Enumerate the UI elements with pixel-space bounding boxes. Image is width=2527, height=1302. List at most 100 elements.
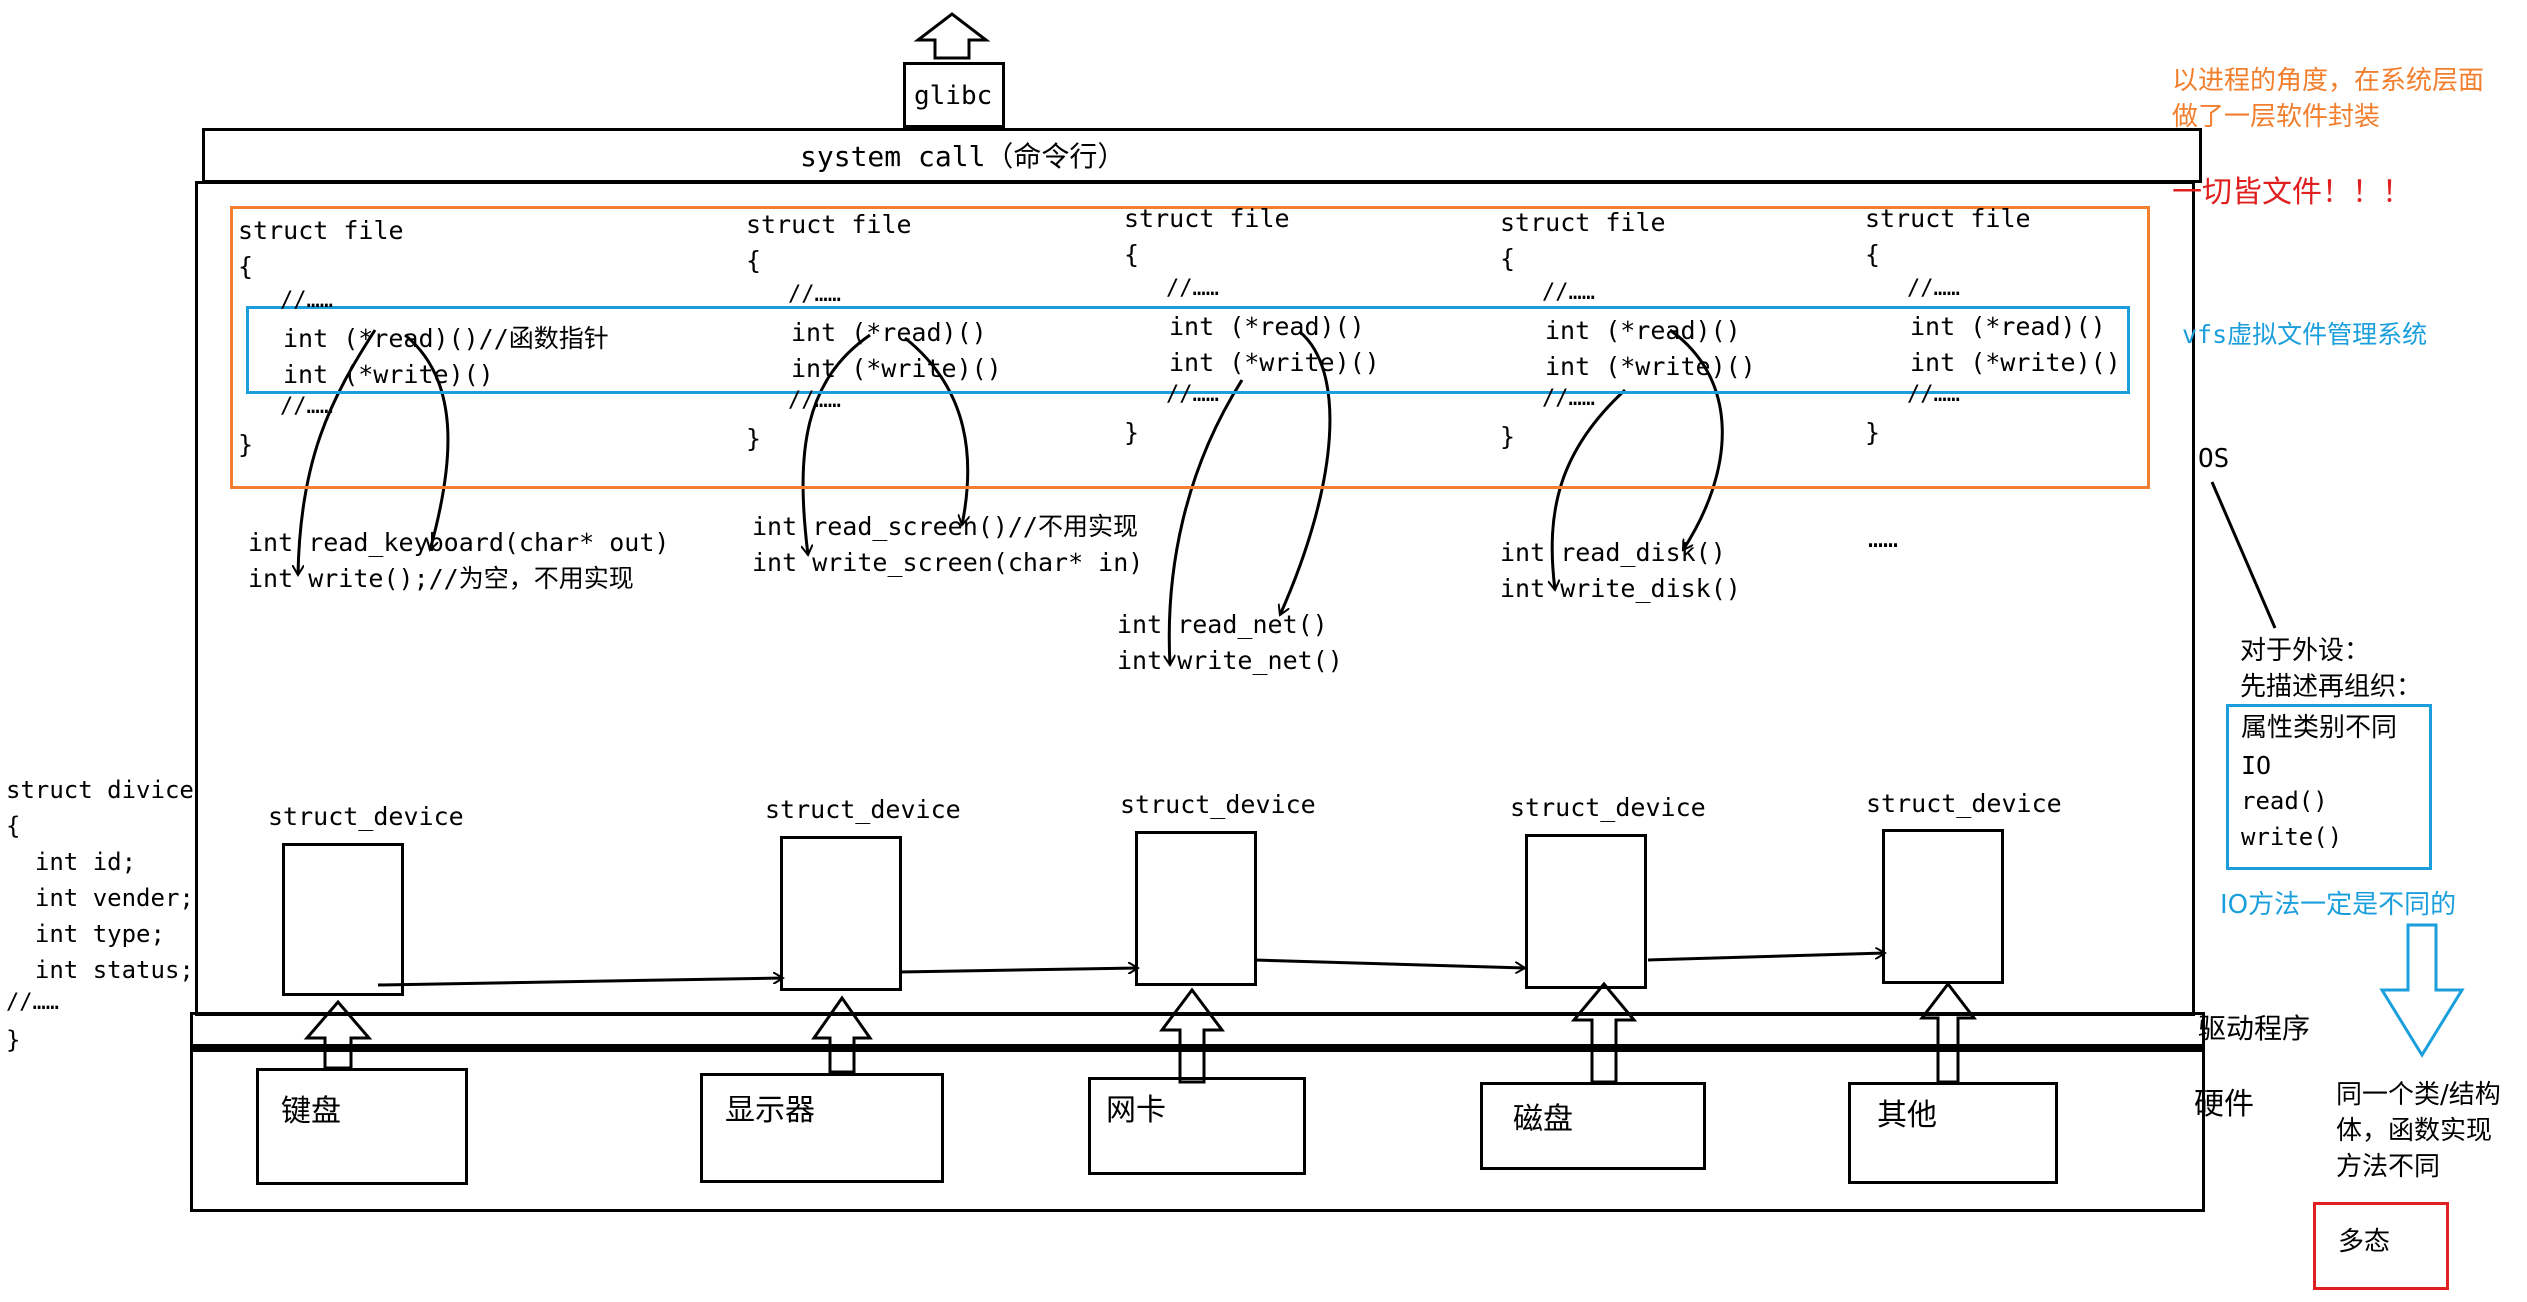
hardware-box-keyboard: 键盘 — [256, 1068, 468, 1185]
code-line: struct divice — [6, 776, 194, 804]
attr-line: IO — [2241, 751, 2272, 780]
hardware-label-side: 硬件 — [2194, 1087, 2254, 1122]
impl-line: int read_net() — [1117, 610, 1328, 639]
device-chain-arrow — [1254, 958, 1525, 968]
ptr-arrow — [904, 336, 968, 525]
hardware-frame — [190, 1047, 2205, 1212]
dots: //…… — [280, 288, 333, 313]
device-chain-arrow — [899, 968, 1138, 972]
hw-up-arrow — [1918, 981, 1978, 1084]
ptr-arrow — [1169, 379, 1244, 665]
everything-is-file-note: 一切皆文件！！！ — [2172, 175, 2412, 210]
peripheral-note: 对于外设： — [2240, 636, 2371, 666]
device-label: struct_device — [1120, 790, 1316, 819]
attributes-box: 属性类别不同 IO read() write() — [2226, 704, 2432, 870]
brace-open: { — [1865, 240, 1881, 269]
read-ptr: int (*read)()//函数指针 — [283, 324, 609, 353]
impl-line: int write_disk() — [1500, 574, 1741, 603]
io-down-arrow — [2379, 923, 2465, 1058]
device-box — [1135, 831, 1257, 986]
dots: //…… — [788, 388, 841, 413]
device-label: struct_device — [268, 802, 464, 831]
glibc-label: glibc — [914, 81, 993, 111]
io-diff-note: IO方法一定是不同的 — [2220, 890, 2457, 920]
process-view-note: 做了一层软件封装 — [2172, 102, 2381, 132]
read-ptr: int (*read)() — [1169, 312, 1365, 341]
hardware-box-other: 其他 — [1848, 1082, 2058, 1184]
vfs-label: vfs虚拟文件管理系统 — [2182, 320, 2428, 349]
struct-file-head: struct file — [1865, 204, 2031, 233]
struct-file-container — [230, 206, 2150, 489]
dots: //…… — [1542, 280, 1595, 305]
impl-line: int write_net() — [1117, 646, 1343, 675]
hardware-label: 显示器 — [725, 1093, 815, 1128]
os-pointer-line — [2210, 481, 2277, 629]
ptr-arrow — [1280, 330, 1332, 615]
hardware-label: 磁盘 — [1513, 1102, 1573, 1137]
same-class-note: 体，函数实现 — [2336, 1116, 2493, 1146]
device-box — [780, 836, 902, 991]
hw-up-arrow — [811, 995, 873, 1074]
peripheral-note: 先描述再组织： — [2240, 672, 2423, 702]
attr-line: write() — [2241, 823, 2343, 851]
attr-line: read() — [2241, 787, 2328, 815]
os-label: OS — [2198, 444, 2230, 474]
polymorphism-label: 多态 — [2338, 1227, 2391, 1257]
hw-up-arrow — [1570, 981, 1638, 1084]
driver-label: 驱动程序 — [2198, 1012, 2311, 1045]
dots: //…… — [1907, 382, 1960, 407]
brace-open: { — [746, 246, 762, 275]
glibc-box: glibc — [903, 62, 1005, 128]
ptr-arrow — [803, 333, 871, 555]
same-class-note: 方法不同 — [2336, 1152, 2441, 1182]
code-line: int status; — [6, 956, 194, 984]
ptr-arrow — [298, 329, 377, 575]
code-line: int vender; — [6, 884, 194, 912]
device-box — [282, 843, 404, 996]
write-ptr: int (*write)() — [1545, 352, 1756, 381]
dots: //…… — [1542, 386, 1595, 411]
device-label: struct_device — [1866, 789, 2062, 818]
impl-line: int read_keyboard(char* out) — [248, 528, 670, 557]
struct-file-head: struct file — [1124, 204, 1290, 233]
polymorphism-box: 多态 — [2313, 1202, 2449, 1290]
struct-file-head: struct file — [238, 216, 404, 245]
glibc-up-arrow — [913, 12, 991, 60]
brace-close: } — [1865, 418, 1881, 447]
driver-layer-bar — [190, 1012, 2205, 1047]
dots: //…… — [1907, 276, 1960, 301]
device-box — [1525, 834, 1647, 989]
device-chain-arrow — [377, 978, 783, 987]
struct-file-head: struct file — [746, 210, 912, 239]
impl-line: …… — [1868, 524, 1899, 553]
code-line: int id; — [6, 848, 137, 876]
write-ptr: int (*write)() — [1910, 348, 2121, 377]
brace-open: { — [1124, 240, 1140, 269]
brace-close: } — [1124, 418, 1140, 447]
hw-up-arrow — [303, 999, 373, 1070]
read-ptr: int (*read)() — [1910, 312, 2106, 341]
vfs-box — [246, 306, 2130, 394]
impl-line: int write_screen(char* in) — [752, 548, 1144, 577]
hardware-box-nic: 网卡 — [1088, 1077, 1306, 1175]
write-ptr: int (*write)() — [283, 360, 494, 389]
system-call-bar: system call（命令行） — [202, 128, 2202, 183]
struct-file-head: struct file — [1500, 208, 1666, 237]
brace-open: { — [238, 252, 254, 281]
dots: //…… — [1166, 276, 1219, 301]
system-call-label: system call（命令行） — [800, 140, 1126, 173]
impl-line: int read_disk() — [1500, 538, 1726, 567]
device-label: struct_device — [765, 795, 961, 824]
hardware-label: 网卡 — [1106, 1093, 1166, 1128]
brace-close: } — [746, 424, 762, 453]
code-line: int type; — [6, 920, 165, 948]
hardware-label: 其他 — [1877, 1098, 1937, 1133]
impl-line: int read_screen()//不用实现 — [752, 512, 1138, 541]
same-class-note: 同一个类/结构 — [2336, 1080, 2501, 1110]
write-ptr: int (*write)() — [791, 354, 1002, 383]
device-box — [1882, 829, 2004, 984]
hardware-box-disk: 磁盘 — [1480, 1082, 1706, 1170]
brace-close: } — [1500, 422, 1516, 451]
process-view-note: 以进程的角度，在系统层面 — [2172, 66, 2485, 96]
brace-open: { — [1500, 244, 1516, 273]
